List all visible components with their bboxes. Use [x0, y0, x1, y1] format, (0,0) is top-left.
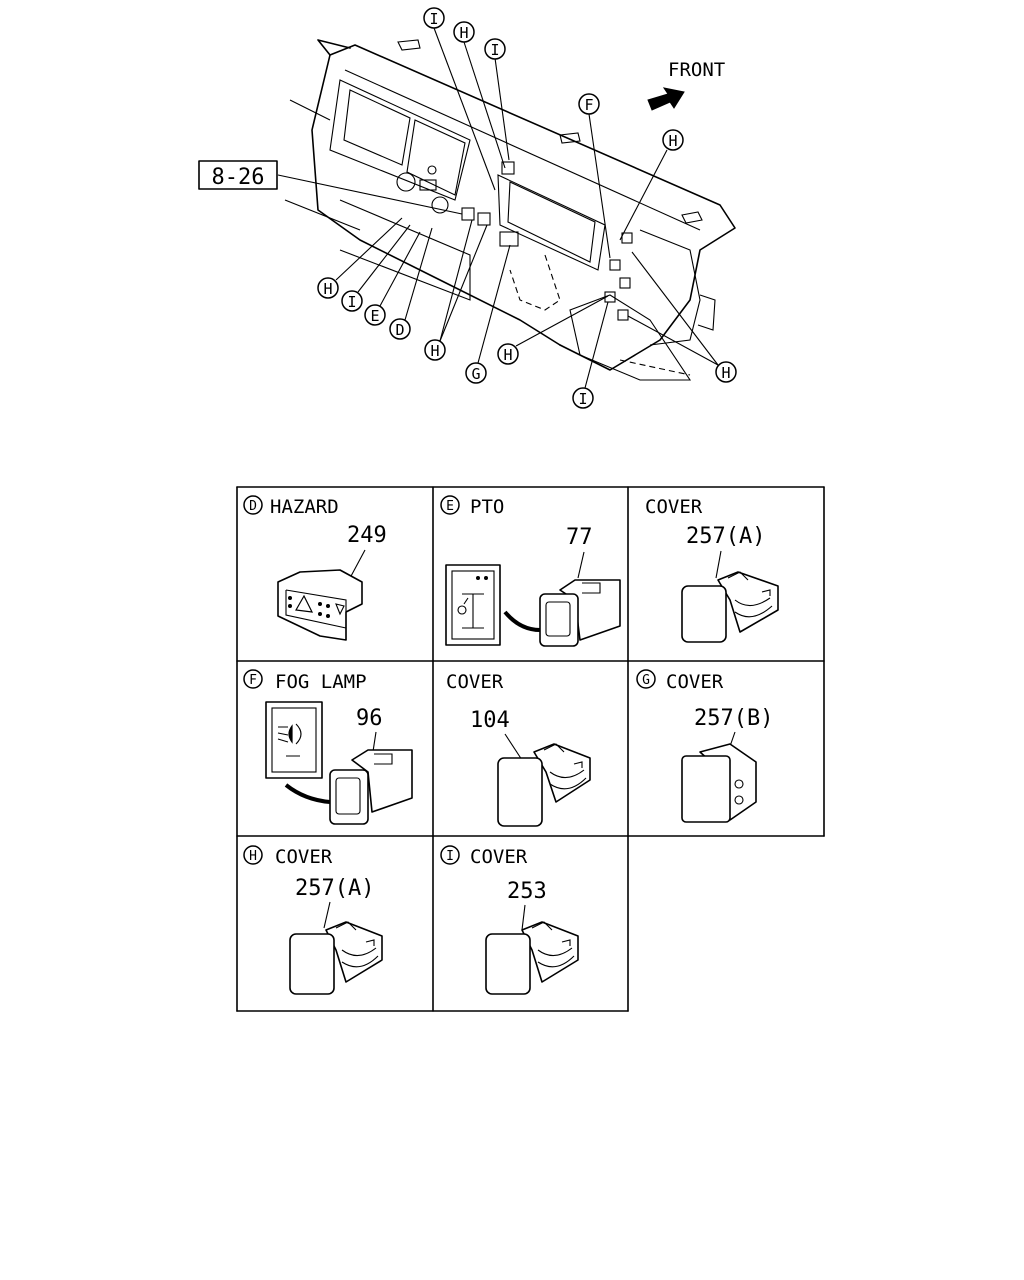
panel-cover-i: I COVER 253: [440, 845, 579, 995]
part-number: 257(A): [686, 524, 765, 549]
panel-letter-f: F: [243, 669, 263, 689]
svg-text:H: H: [668, 132, 677, 150]
svg-text:I: I: [429, 10, 438, 28]
svg-text:H: H: [721, 364, 730, 382]
svg-text:H: H: [430, 342, 439, 360]
callout-c13: H: [715, 361, 737, 383]
panel-title: PTO: [470, 496, 504, 518]
callout-c6: H: [317, 277, 339, 299]
callout-c8: E: [364, 304, 386, 326]
svg-text:I: I: [347, 293, 356, 311]
callout-c5: H: [662, 129, 684, 151]
front-label: FRONT: [668, 59, 725, 81]
panel-letter-g: G: [636, 669, 656, 689]
svg-text:H: H: [249, 849, 257, 864]
part-number: 96: [356, 706, 383, 731]
reference-box: [198, 160, 278, 190]
part-number: 77: [566, 525, 593, 550]
fog-lamp-switch-icon: [329, 749, 413, 825]
panel-title: COVER: [645, 496, 703, 518]
svg-text:H: H: [459, 24, 468, 42]
svg-text:D: D: [249, 499, 257, 514]
panel-cover-g: G COVER 257(B): [636, 669, 773, 823]
callout-c3: I: [484, 38, 506, 60]
callout-c1: I: [423, 7, 445, 29]
panel-letter-i: I: [440, 845, 460, 865]
callout-c9: D: [389, 318, 411, 340]
panel-title: FOG LAMP: [275, 671, 367, 693]
svg-text:E: E: [370, 307, 379, 325]
svg-text:I: I: [490, 41, 499, 59]
callout-c7: I: [341, 290, 363, 312]
svg-text:G: G: [642, 673, 650, 688]
svg-text:D: D: [395, 321, 404, 339]
panel-cover-2: COVER 104: [446, 671, 591, 827]
svg-text:H: H: [323, 280, 332, 298]
panel-title: COVER: [666, 671, 724, 693]
svg-text:I: I: [578, 390, 587, 408]
svg-text:I: I: [446, 849, 454, 864]
callout-c14: I: [572, 387, 594, 409]
part-number: 249: [347, 523, 387, 548]
svg-text:G: G: [471, 365, 480, 383]
part-number: 253: [507, 879, 547, 904]
panel-title: COVER: [275, 846, 333, 868]
pto-label-plate-icon: [445, 564, 501, 646]
cover-cap-icon: [497, 743, 591, 827]
parts-grid: D HAZARD 249 E PTO 77: [236, 486, 825, 1012]
callout-c11: G: [465, 362, 487, 384]
hazard-switch-icon: [277, 569, 363, 641]
part-number: 257(A): [295, 876, 374, 901]
panel-pto: E PTO 77: [440, 495, 621, 647]
panel-letter-d: D: [243, 495, 263, 515]
svg-text:F: F: [584, 96, 593, 114]
panel-title: COVER: [470, 846, 528, 868]
cover-cap-icon: [681, 571, 779, 643]
panel-letter-e: E: [440, 495, 460, 515]
front-arrow-icon: [647, 87, 685, 111]
svg-text:H: H: [503, 346, 512, 364]
cover-cap-icon: [681, 743, 757, 823]
svg-text:F: F: [249, 673, 257, 688]
cover-cap-icon: [289, 921, 383, 995]
panel-cover-h: H COVER 257(A): [243, 845, 383, 995]
dashboard-illustration: 8-26 FRONT I H I F H H I E D H G H H I: [198, 7, 737, 409]
panel-title: HAZARD: [270, 496, 339, 518]
panel-fog-lamp: F FOG LAMP 96: [243, 669, 413, 825]
callout-c10: H: [424, 339, 446, 361]
reference-label: 8-26: [212, 165, 265, 190]
svg-text:E: E: [446, 499, 454, 514]
part-number: 104: [470, 708, 510, 733]
panel-letter-h: H: [243, 845, 263, 865]
cover-cap-icon: [485, 921, 579, 995]
part-number: 257(B): [694, 706, 773, 731]
panel-hazard: D HAZARD 249: [243, 495, 387, 641]
callout-c4: F: [578, 93, 600, 115]
pto-switch-icon: [539, 579, 621, 647]
fog-lamp-plate-icon: [265, 701, 323, 779]
callout-c12: H: [497, 343, 519, 365]
panel-title: COVER: [446, 671, 504, 693]
panel-cover-1: COVER 257(A): [645, 496, 779, 643]
callout-c2: H: [453, 21, 475, 43]
